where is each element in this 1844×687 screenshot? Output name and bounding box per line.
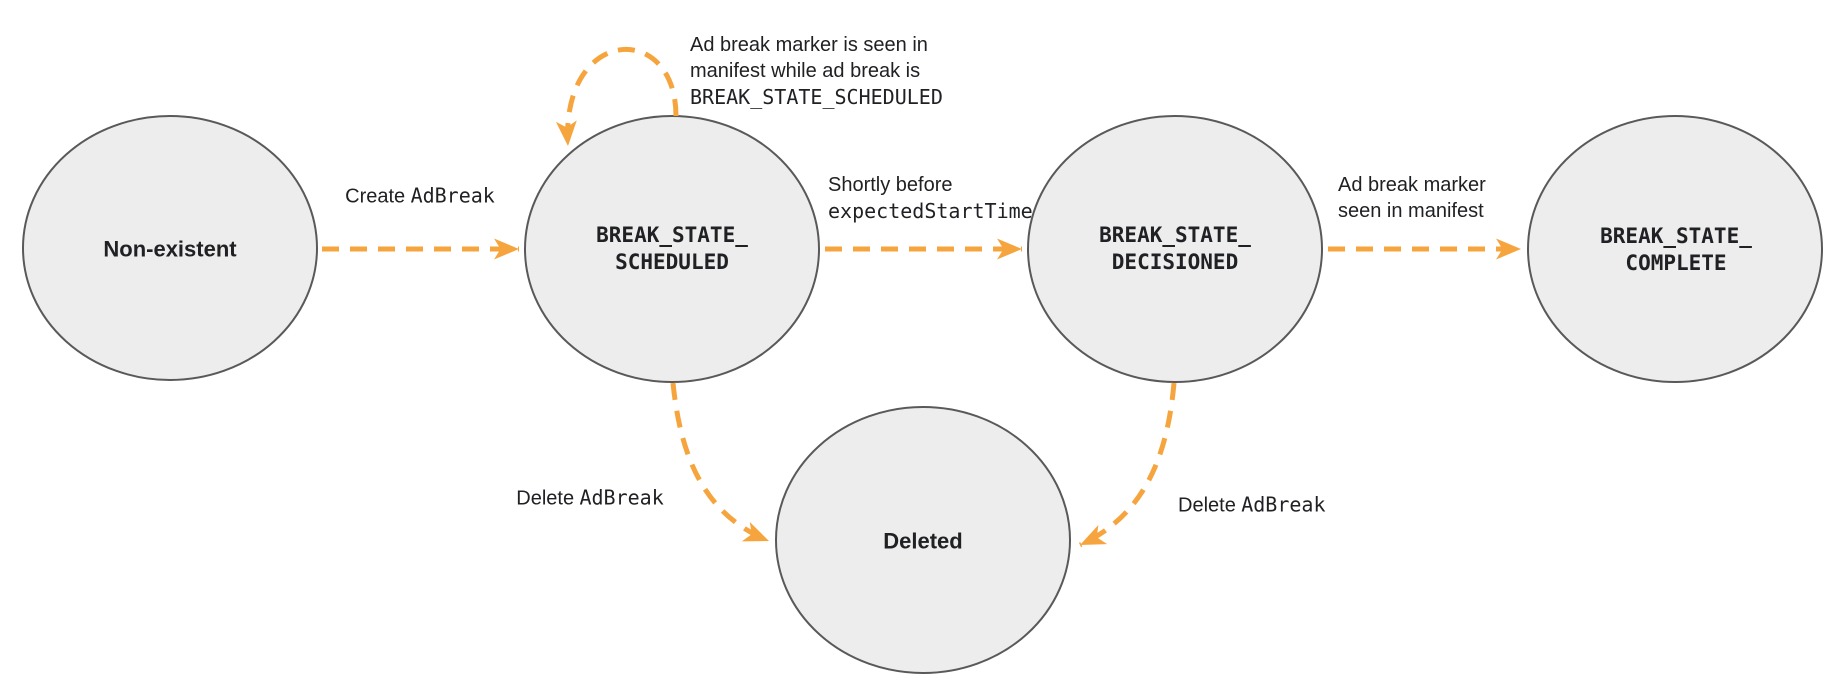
- transition-label-code: expectedStartTime: [828, 199, 1033, 223]
- arrow-delete-from-decisioned: [1078, 382, 1177, 548]
- state-label-break-state-decisioned: BREAK_STATE_ DECISIONED: [1099, 222, 1251, 276]
- state-label-break-state-complete: BREAK_STATE_ COMPLETE: [1600, 223, 1752, 277]
- transition-label-shortly-before: Shortly before expectedStartTime: [828, 172, 1033, 224]
- transition-label-text: Create: [345, 185, 406, 208]
- transition-label-self-loop: Ad break marker is seen in manifest whil…: [690, 32, 943, 110]
- state-circle-deleted: [775, 406, 1071, 674]
- transition-label-code: BREAK_STATE_SCHEDULED: [690, 85, 943, 109]
- transition-label-code: AdBreak: [579, 485, 664, 510]
- transition-label-text: manifest while ad break is: [690, 60, 921, 82]
- arrow-delete-from-scheduled: [670, 382, 770, 544]
- state-label-text: COMPLETE: [1625, 251, 1727, 275]
- state-label-text: SCHEDULED: [615, 250, 729, 274]
- state-label-text: Non-existent: [103, 236, 237, 262]
- state-label-text: BREAK_STATE_: [1600, 224, 1752, 248]
- transition-label-text: Ad break marker is seen in: [690, 34, 928, 56]
- transition-label-text: Delete: [1178, 494, 1236, 517]
- arrow-self-loop-scheduled: [555, 47, 679, 147]
- transition-label-code: AdBreak: [1241, 492, 1326, 517]
- transition-label-text: Shortly before: [828, 174, 953, 196]
- transition-label-text: Ad break marker: [1338, 174, 1486, 196]
- state-circle-break-state-complete: [1527, 115, 1823, 383]
- state-circle-break-state-scheduled: [524, 115, 820, 383]
- state-label-text: Deleted: [883, 528, 963, 554]
- transition-label-code: AdBreak: [410, 183, 495, 208]
- state-circle-break-state-decisioned: [1027, 115, 1323, 383]
- state-label-deleted: Deleted: [883, 528, 962, 555]
- transition-label-marker-seen: Ad break marker seen in manifest: [1338, 172, 1486, 224]
- state-label-non-existent: Non-existent: [103, 236, 236, 263]
- state-label-break-state-scheduled: BREAK_STATE_ SCHEDULED: [596, 222, 748, 276]
- state-label-text: BREAK_STATE_: [596, 223, 748, 247]
- transition-label-text: seen in manifest: [1338, 200, 1484, 222]
- state-label-text: DECISIONED: [1111, 250, 1239, 274]
- state-circle-non-existent: [22, 115, 318, 381]
- state-label-text: BREAK_STATE_: [1099, 223, 1251, 247]
- transition-label-text: Delete: [516, 487, 575, 510]
